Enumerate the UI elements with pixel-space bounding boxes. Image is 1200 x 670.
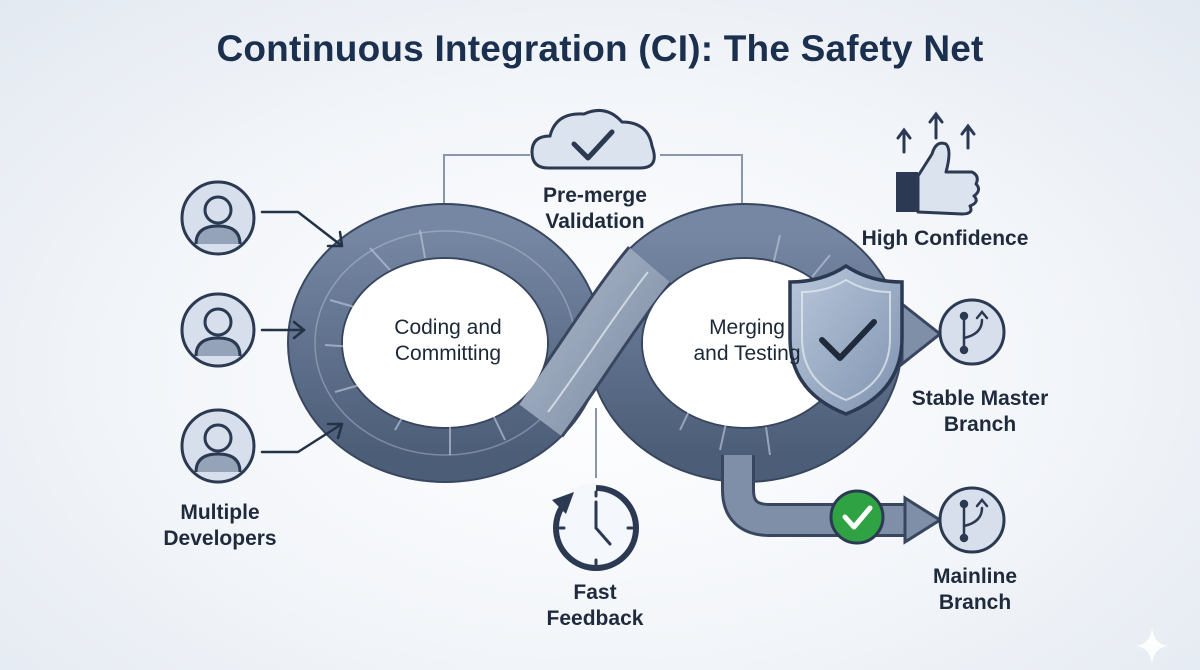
sparkle-icon [1136,628,1168,664]
label-high-confidence: High Confidence [861,227,1029,250]
developer-avatar-1 [180,180,256,256]
developer-avatar-3 [180,408,256,484]
thumbs-up-icon [896,111,981,216]
git-branch-icon-mainline [938,486,1006,554]
git-branch-icon-stable [938,298,1006,366]
developer-arrows [260,210,344,454]
check-circle-icon [829,489,885,545]
clock-refresh-icon [552,482,639,571]
developer-avatar-2 [180,292,256,368]
shield-check-icon [788,263,904,416]
cloud-check-icon [530,108,656,170]
page-title: Continuous Integration (CI): The Safety … [216,28,984,69]
mainline-path [721,455,943,545]
infinity-loop [287,203,903,483]
